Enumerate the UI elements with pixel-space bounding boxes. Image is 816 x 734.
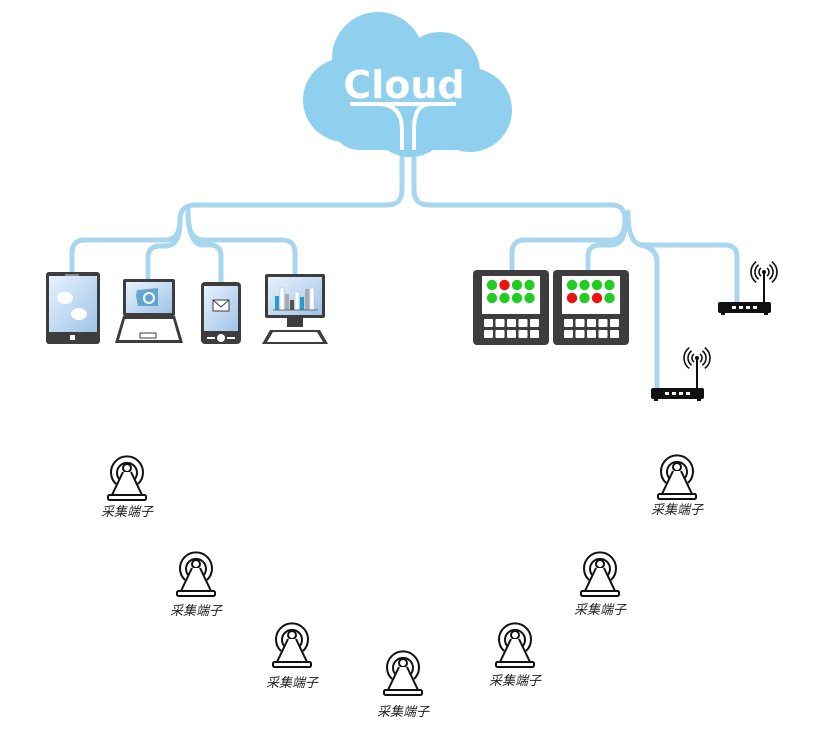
- collection-terminal: 采集端子: [170, 551, 223, 619]
- antenna-tower-icon: [383, 650, 423, 696]
- keypad-key: [587, 330, 596, 338]
- status-led-green: [524, 279, 535, 291]
- terminal-label: 采集端子: [101, 505, 154, 520]
- phone-icon: [201, 282, 241, 344]
- collection-terminal: 采集端子: [266, 622, 319, 691]
- branch-desktop: [185, 212, 298, 277]
- collection-terminal: 采集端子: [101, 455, 154, 520]
- status-led-green: [604, 279, 615, 291]
- keypad-key: [484, 330, 493, 338]
- terminal-label: 采集端子: [651, 503, 704, 518]
- branch-phone: [185, 205, 224, 285]
- status-led-green: [499, 292, 510, 304]
- antenna-tower-icon: [176, 551, 216, 597]
- terminal-label: 采集端子: [170, 604, 223, 619]
- keypad-key: [587, 319, 596, 327]
- routers: [651, 260, 778, 401]
- branch-laptop: [145, 219, 183, 283]
- keypad-key: [518, 319, 528, 327]
- keypad-key: [507, 330, 516, 338]
- wireless-router-2-icon: [651, 346, 711, 401]
- trunk-right: [411, 107, 628, 273]
- terminal-label: 采集端子: [266, 676, 319, 691]
- controller-2-icon: [553, 270, 629, 345]
- status-led-green: [579, 279, 590, 291]
- keypad-key: [495, 330, 505, 338]
- keypad-key: [610, 330, 619, 338]
- keypad-key: [575, 319, 585, 327]
- wifi-signal-icon: [750, 260, 778, 284]
- status-led-green: [486, 279, 498, 291]
- status-led-red: [499, 279, 510, 291]
- desktop-monitor-icon: [262, 274, 328, 344]
- keypad-key: [518, 330, 528, 338]
- antenna-tower-icon: [107, 455, 147, 501]
- keypad-key: [575, 330, 585, 338]
- controller-1-icon: [473, 270, 549, 345]
- keypad-key: [530, 330, 539, 338]
- keypad-key: [610, 319, 619, 327]
- keypad-key: [564, 330, 573, 338]
- status-led-red: [591, 292, 603, 304]
- keypad-key: [507, 319, 516, 327]
- collection-terminal: 采集端子: [651, 454, 704, 518]
- wireless-router-1-icon: [718, 260, 778, 315]
- keypad-key: [495, 319, 505, 327]
- keypad-key: [598, 319, 608, 327]
- status-led-red: [566, 292, 578, 304]
- collection-terminal: 采集端子: [377, 650, 430, 720]
- keypad-key: [598, 330, 608, 338]
- keypad-key: [484, 319, 493, 327]
- status-led-green: [579, 292, 590, 304]
- keypad-key: [530, 319, 539, 327]
- collection-terminal: 采集端子: [489, 622, 542, 689]
- status-led-green: [604, 292, 615, 304]
- antenna-tower-icon: [580, 551, 620, 597]
- branch-router-1: [625, 209, 740, 305]
- controllers: [473, 270, 629, 345]
- antenna-tower-icon: [657, 454, 697, 500]
- status-led-green: [591, 279, 603, 291]
- status-led-green: [524, 292, 535, 304]
- wifi-signal-icon: [683, 346, 711, 370]
- terminal-label: 采集端子: [377, 705, 430, 720]
- laptop-icon: [115, 279, 183, 343]
- status-led-green: [486, 292, 498, 304]
- status-led-green: [566, 279, 578, 291]
- status-led-green: [511, 292, 523, 304]
- connection-lines: [69, 107, 740, 391]
- cloud-label: Cloud: [343, 63, 464, 107]
- antenna-tower-icon: [495, 622, 535, 668]
- status-led-green: [511, 279, 523, 291]
- tablet-icon: [46, 272, 100, 344]
- terminal-label: 采集端子: [489, 674, 542, 689]
- branch-controller-2: [585, 222, 628, 273]
- antenna-tower-icon: [272, 622, 312, 668]
- cloud: Cloud: [303, 12, 512, 157]
- collection-terminal: 采集端子: [574, 551, 627, 618]
- branch-router-2: [637, 242, 660, 391]
- keypad-key: [564, 319, 573, 327]
- terminal-label: 采集端子: [574, 603, 627, 618]
